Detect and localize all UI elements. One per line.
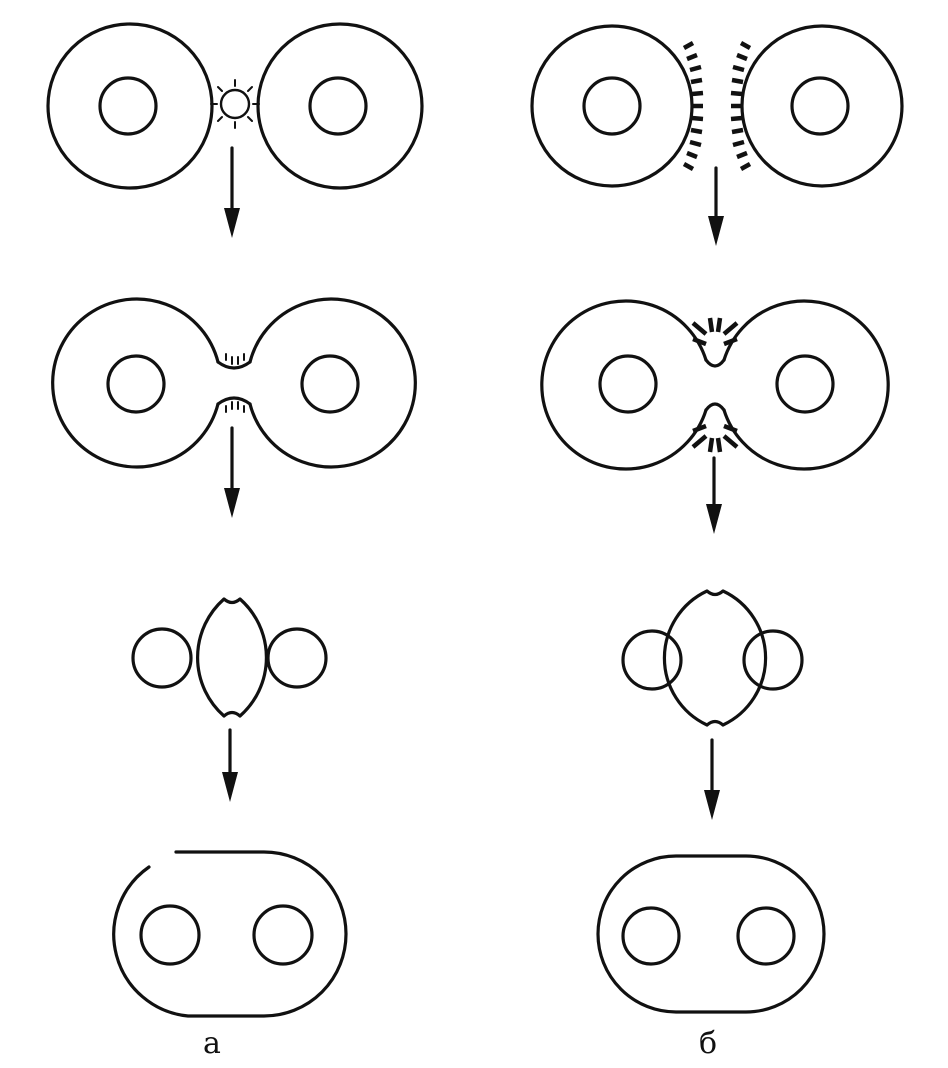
nucleus xyxy=(131,627,193,689)
fusion-protein-brush-right xyxy=(730,41,752,171)
stage-b2-hemifusion xyxy=(540,299,890,471)
membrane-outline xyxy=(662,589,768,727)
cell-left xyxy=(530,24,694,188)
nucleus xyxy=(308,76,368,136)
nucleus xyxy=(736,906,796,966)
cell-right xyxy=(740,24,904,188)
membrane-outline xyxy=(112,850,348,1018)
arrow-down xyxy=(222,728,238,802)
membrane-outline xyxy=(51,297,417,469)
nucleus xyxy=(598,354,658,414)
column-b: б xyxy=(530,24,904,1061)
fusion-protein-brush-left xyxy=(682,41,704,171)
cell-left xyxy=(46,22,214,190)
membrane-outline xyxy=(596,854,826,1014)
label-b: б xyxy=(699,1026,717,1061)
nucleus xyxy=(300,354,360,414)
nucleus xyxy=(98,76,158,136)
nucleus xyxy=(582,76,642,136)
nucleus xyxy=(139,904,201,966)
nucleus xyxy=(252,904,314,966)
stage-a3-fused-cell xyxy=(131,597,328,718)
stage-b1-two-cells xyxy=(530,24,904,188)
membrane-outline xyxy=(540,299,890,471)
stage-a2-fusion-pore xyxy=(51,297,417,469)
nucleus xyxy=(790,76,850,136)
nucleus xyxy=(775,354,835,414)
stage-a4-binucleate-cell xyxy=(112,850,348,1018)
stage-b3-fused-cell xyxy=(621,589,804,727)
nucleus xyxy=(621,629,683,691)
nucleus xyxy=(266,627,328,689)
membrane-outline xyxy=(195,597,269,718)
nucleus xyxy=(621,906,681,966)
nucleus xyxy=(742,629,804,691)
fusion-vesicle xyxy=(210,79,260,129)
arrow-down xyxy=(704,738,720,820)
label-a: а xyxy=(203,1026,221,1061)
arrow-down xyxy=(706,456,722,534)
arrow-down xyxy=(224,426,240,518)
cell-right xyxy=(256,22,424,190)
column-a: а xyxy=(46,22,424,1061)
arrow-down xyxy=(708,166,724,246)
stage-b4-binucleate-cell xyxy=(596,854,826,1014)
nucleus xyxy=(106,354,166,414)
stage-a1-two-cells xyxy=(46,22,424,190)
arrow-down xyxy=(224,146,240,238)
